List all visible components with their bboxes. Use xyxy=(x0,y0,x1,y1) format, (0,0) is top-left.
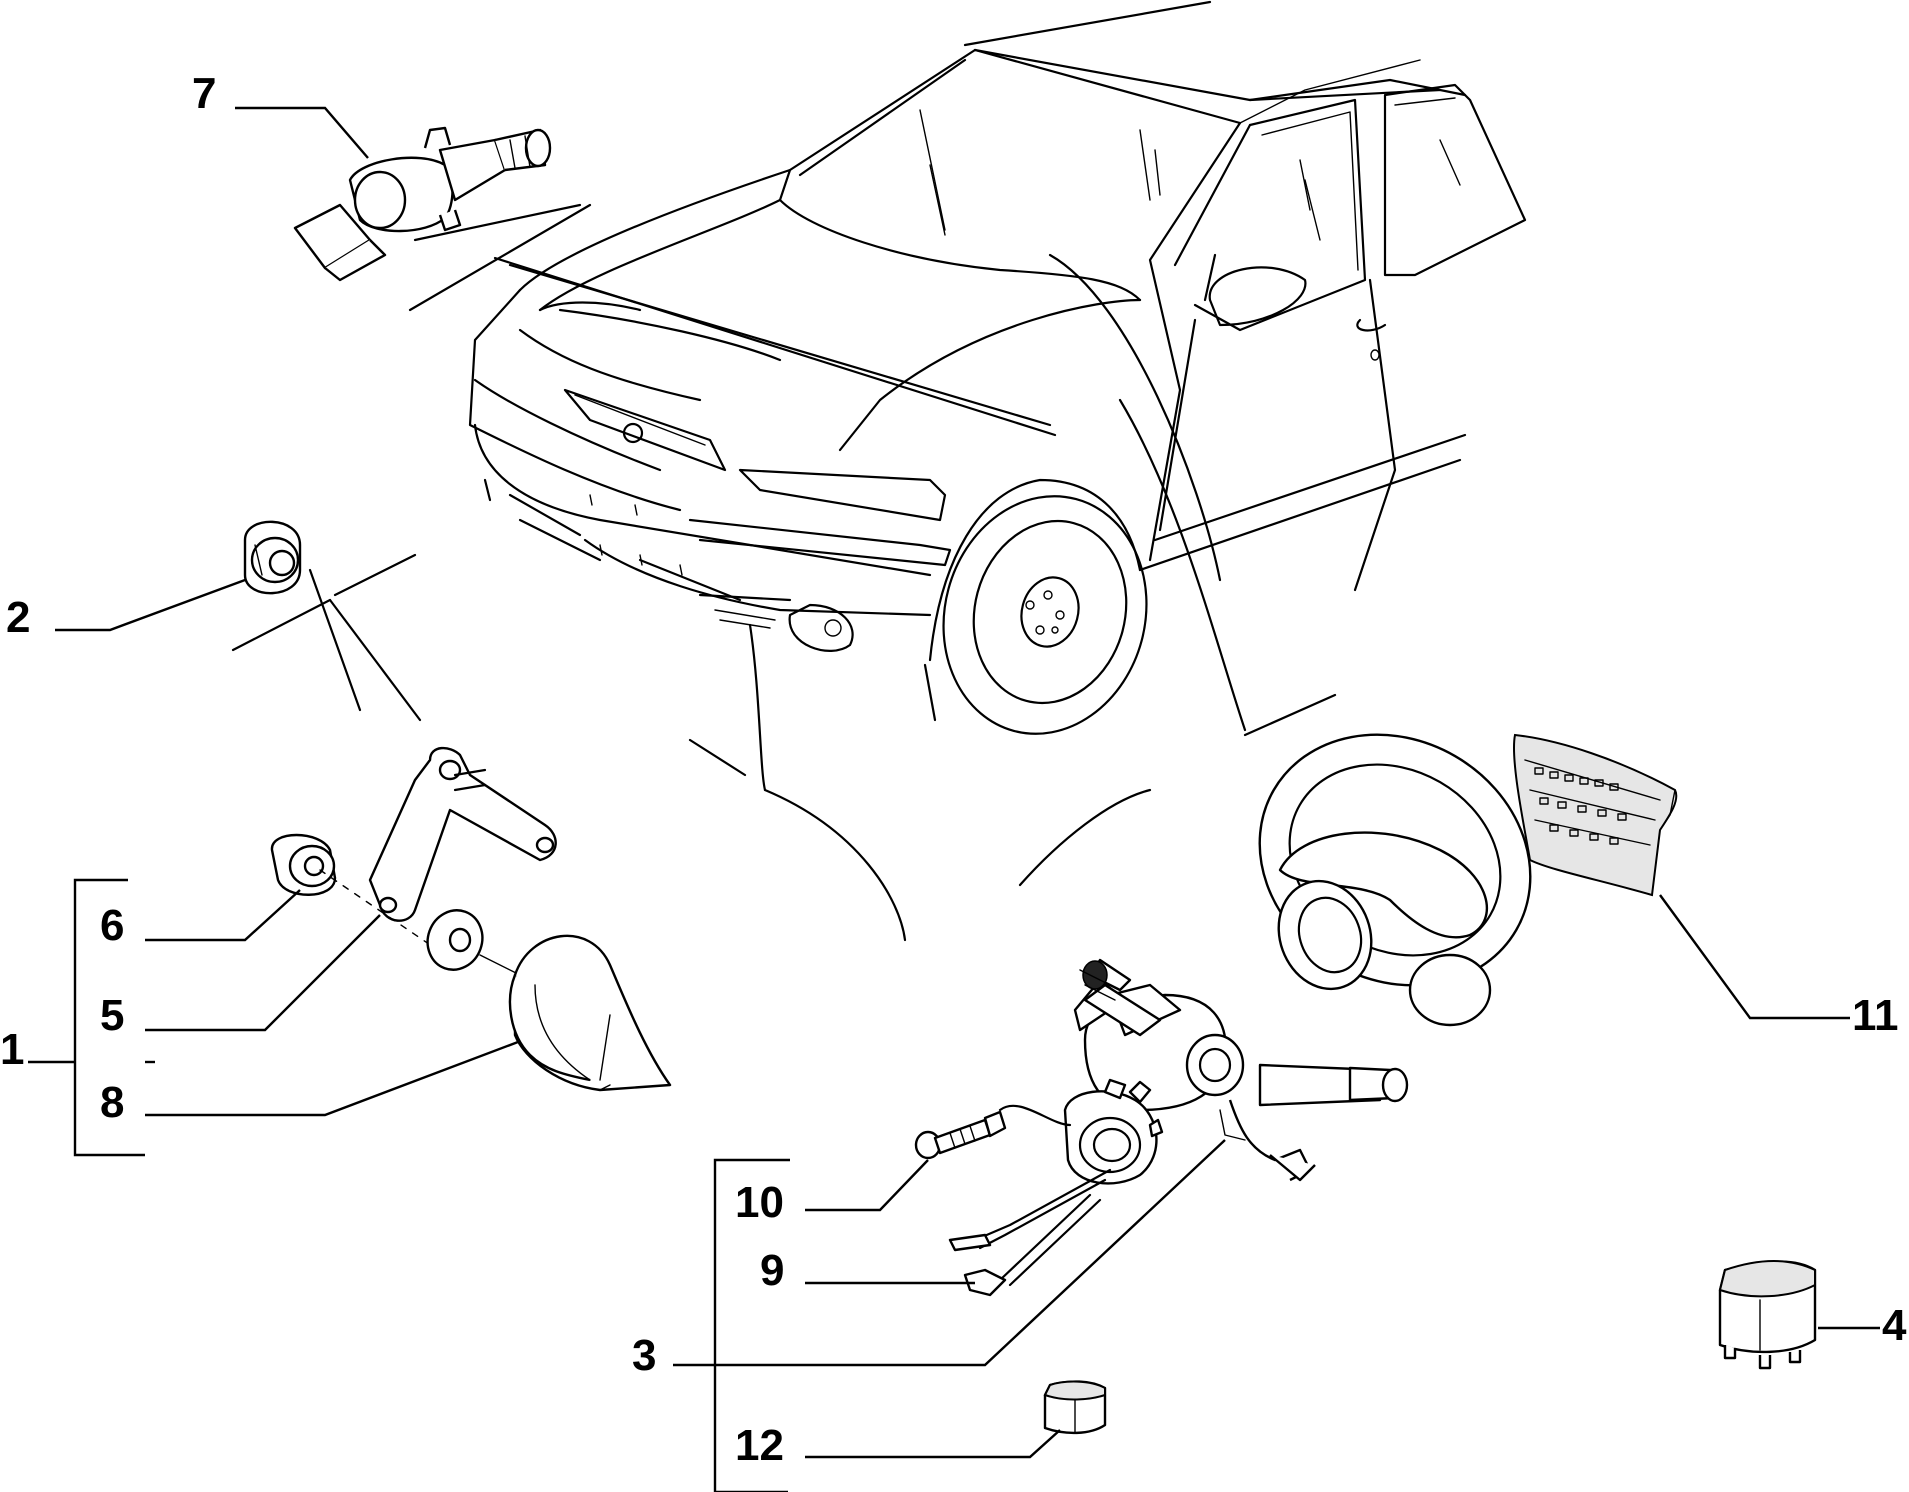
callout-1: 1 xyxy=(0,1025,24,1074)
callout-5: 5 xyxy=(100,991,124,1040)
screw-icon xyxy=(914,1104,1072,1160)
callout-6: 6 xyxy=(100,901,124,950)
nut-icon xyxy=(243,520,302,595)
leader-lines xyxy=(55,106,1880,1459)
spacer-icon xyxy=(270,833,446,956)
callout-12: 12 xyxy=(735,1421,784,1470)
cable-contact-icon xyxy=(948,1078,1164,1297)
callout-2: 2 xyxy=(6,593,30,642)
callout-labels: 7 2 6 5 1 8 11 10 9 3 4 12 xyxy=(0,69,1907,1470)
callout-3: 3 xyxy=(632,1331,656,1380)
horn-icon xyxy=(508,934,672,1092)
callout-8: 8 xyxy=(100,1078,124,1127)
callout-9: 9 xyxy=(760,1246,784,1295)
car-outline xyxy=(468,0,1527,942)
callout-11: 11 xyxy=(1852,991,1899,1040)
steering-column-switch-icon xyxy=(1073,958,1409,1182)
callout-10: 10 xyxy=(735,1178,784,1227)
callout-4: 4 xyxy=(1882,1301,1907,1350)
steering-wheel-icon xyxy=(1258,733,1532,1027)
steering-wheel-pad-icon xyxy=(1513,733,1678,897)
relay-icon xyxy=(1718,1260,1817,1370)
pressure-switch-icon xyxy=(293,126,1057,437)
assembly-lines xyxy=(231,553,422,722)
small-relay-icon xyxy=(1043,1380,1107,1435)
group-brackets xyxy=(28,878,790,1492)
mounting-bracket-icon xyxy=(368,746,557,922)
washer-icon xyxy=(426,909,521,976)
callout-7: 7 xyxy=(192,69,216,118)
